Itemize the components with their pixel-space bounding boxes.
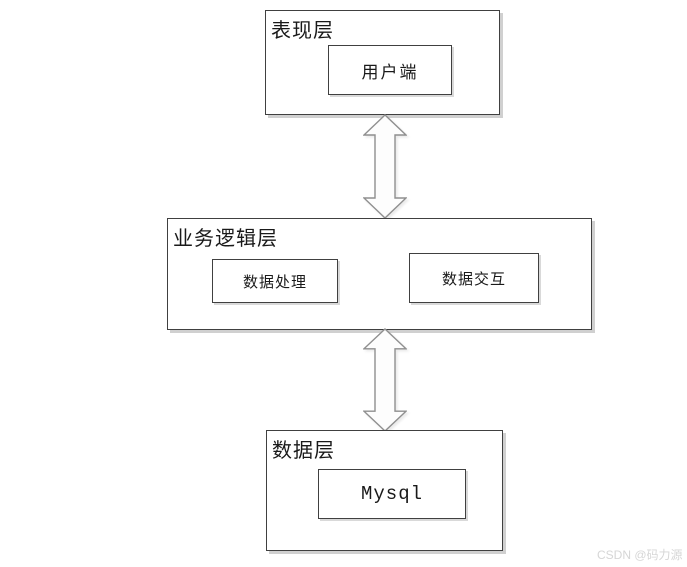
node-data-interaction: 数据交互 — [409, 253, 539, 303]
layer-business-logic-label: 业务逻辑层 — [173, 228, 278, 250]
layer-data: 数据层 Mysql — [266, 430, 503, 551]
node-data-processing: 数据处理 — [212, 259, 338, 303]
layer-business-logic: 业务逻辑层 数据处理 数据交互 — [167, 218, 592, 330]
double-arrow-icon — [363, 114, 407, 219]
node-client: 用户端 — [328, 45, 452, 95]
layer-data-label: 数据层 — [272, 440, 335, 462]
node-client-label: 用户端 — [361, 62, 419, 82]
double-arrow-icon — [363, 328, 407, 432]
layer-presentation: 表现层 用户端 — [265, 10, 500, 115]
watermark-text: CSDN @码力源 — [597, 548, 683, 562]
node-data-processing-label: 数据处理 — [242, 274, 307, 291]
node-mysql: Mysql — [318, 469, 466, 519]
node-mysql-label: Mysql — [360, 483, 423, 505]
layer-presentation-label: 表现层 — [271, 20, 334, 42]
node-data-interaction-label: 数据交互 — [441, 271, 506, 288]
